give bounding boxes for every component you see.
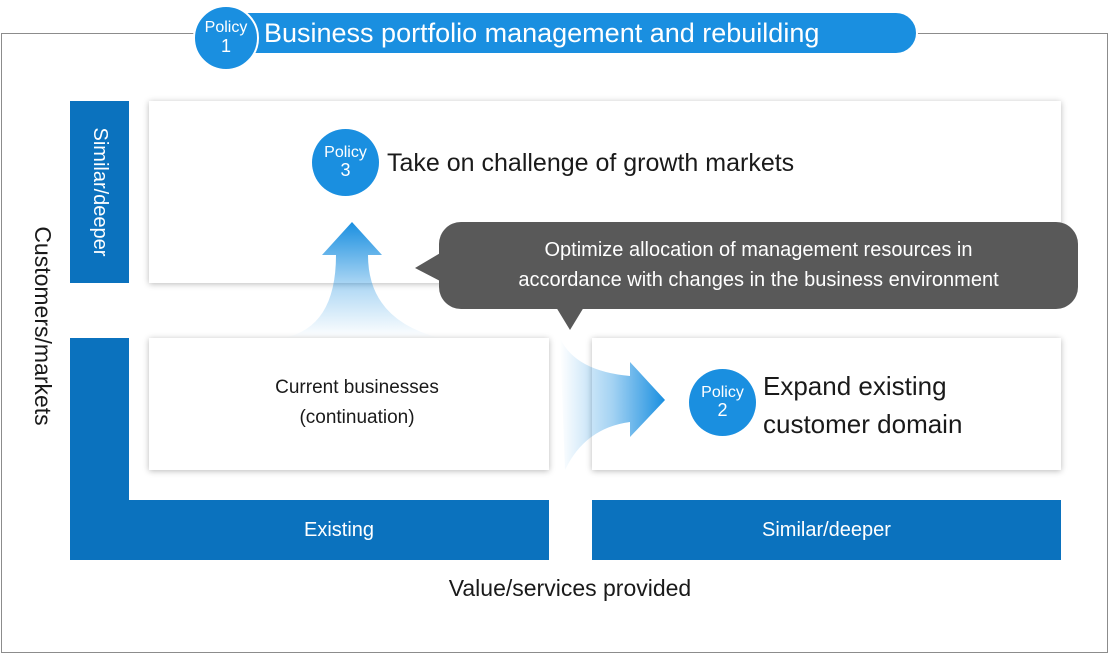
x-band-existing <box>70 500 549 560</box>
callout-pointer-down <box>556 307 584 330</box>
policy-1-badge-number: 1 <box>220 35 231 56</box>
policy-2-badge-word: Policy <box>701 383 744 401</box>
x-band-existing-label: Existing <box>303 519 375 541</box>
policy-1-badge-word: Policy <box>204 19 248 37</box>
policy-3-badge: Policy 3 <box>312 129 379 196</box>
callout-line1: Optimize allocation of management resour… <box>544 239 973 261</box>
policy-2-line1: Expand existing <box>763 371 947 401</box>
current-business-line2: (continuation) <box>299 407 415 428</box>
current-business-line1: Current businesses <box>275 377 439 398</box>
policy-3-badge-word: Policy <box>324 143 367 161</box>
policy-3-text: Take on challenge of growth markets <box>387 149 795 177</box>
policy-2-badge-number: 2 <box>717 400 728 421</box>
x-axis-label: Value/services provided <box>448 575 692 601</box>
x-band-similar-label: Similar/deeper <box>762 519 891 541</box>
current-business-card <box>149 338 549 470</box>
header-title: Business portfolio management and rebuil… <box>264 18 820 48</box>
x-band-similar <box>592 500 1061 560</box>
policy-2-card <box>592 338 1061 470</box>
callout-pointer-left <box>415 252 442 282</box>
policy-3-badge-number: 3 <box>340 160 351 181</box>
y-band-similar <box>70 101 129 283</box>
policy-2-badge: Policy 2 <box>689 369 756 436</box>
right-arrow-icon <box>560 338 665 470</box>
up-arrow-icon <box>283 222 440 338</box>
callout-box: Optimize allocation of management resour… <box>439 222 1078 309</box>
policy-1-badge: Policy 1 <box>193 5 259 71</box>
policy-2-line2: customer domain <box>763 409 963 439</box>
header-banner <box>196 11 918 55</box>
callout-line2: accordance with changes in the business … <box>518 269 999 291</box>
